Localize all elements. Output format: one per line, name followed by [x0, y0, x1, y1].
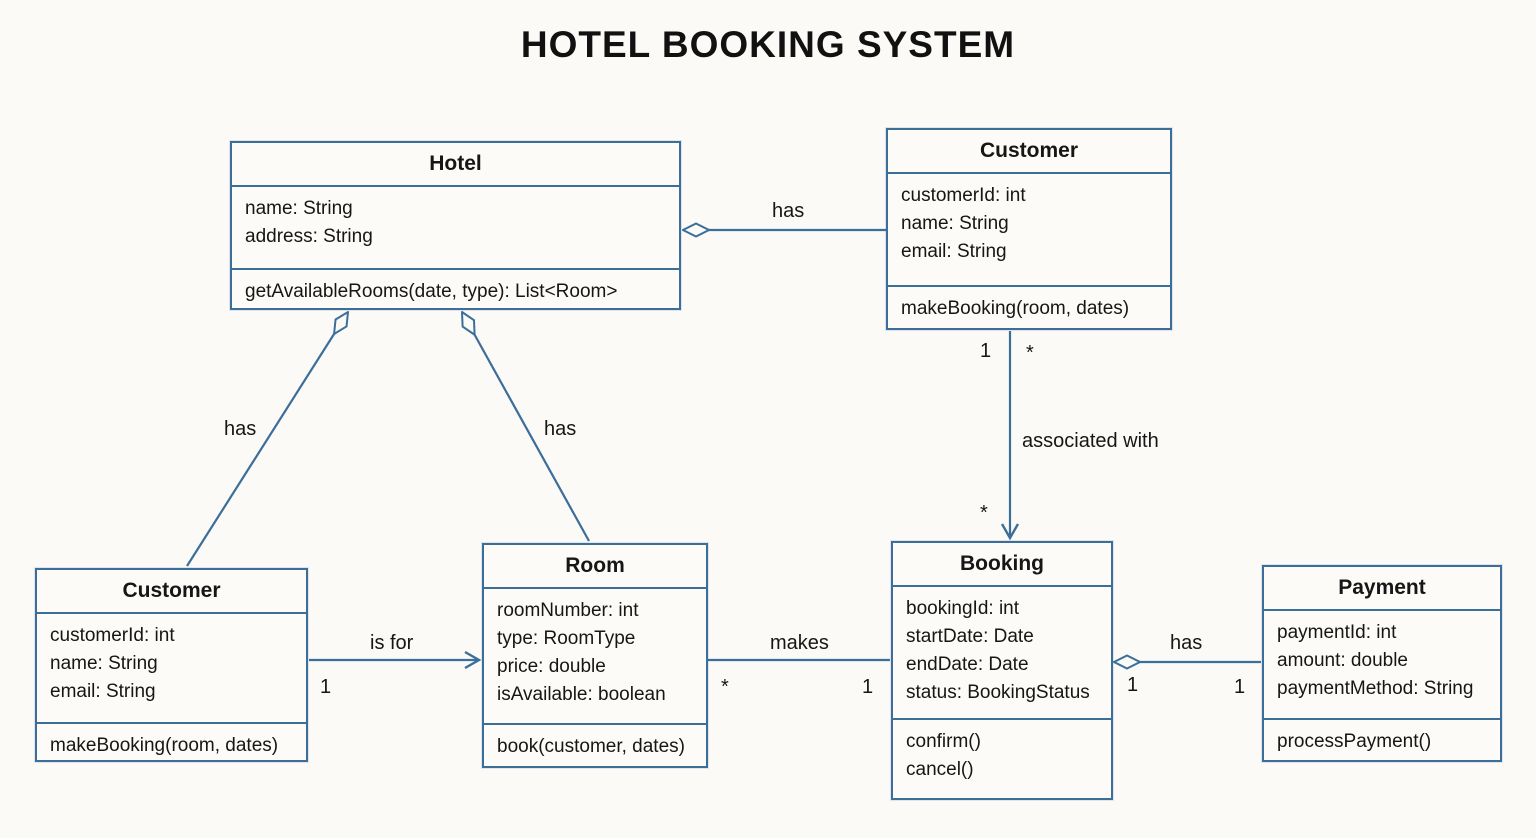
multiplicity-customer-booking-source-star: *: [1026, 342, 1034, 364]
class-title: Customer: [37, 570, 306, 614]
attribute: paymentMethod: String: [1277, 678, 1474, 699]
edge-label-hotel-customer-left: has: [224, 418, 257, 440]
class-title: Room: [484, 545, 706, 589]
class-title: Booking: [893, 543, 1111, 587]
class-customer-left: Customer customerId: int name: String em…: [35, 568, 308, 762]
edge-label-hotel-room: has: [544, 418, 577, 440]
class-payment: Payment paymentId: int amount: double pa…: [1262, 565, 1502, 762]
attribute: name: String: [901, 213, 1009, 234]
edge-hotel-customer-left: [186, 312, 348, 567]
edge-label-booking-payment: has: [1170, 632, 1203, 654]
class-title: Customer: [888, 130, 1170, 174]
methods-compartment: makeBooking(room, dates): [888, 287, 1170, 323]
method: book(customer, dates): [497, 736, 685, 757]
attribute: customerId: int: [50, 625, 175, 646]
edge-label-room-booking: makes: [770, 632, 829, 654]
method: getAvailableRooms(date, type): List<Room…: [245, 281, 618, 302]
attribute: paymentId: int: [1277, 622, 1397, 643]
method: makeBooking(room, dates): [901, 298, 1130, 319]
attributes-compartment: bookingId: int startDate: Date endDate: …: [893, 587, 1111, 720]
attribute: startDate: Date: [906, 626, 1034, 647]
method: cancel(): [906, 759, 974, 780]
attribute: customerId: int: [901, 185, 1026, 206]
multiplicity-customer-booking-target: *: [980, 502, 988, 524]
class-booking: Booking bookingId: int startDate: Date e…: [891, 541, 1113, 800]
attribute: status: BookingStatus: [906, 682, 1090, 703]
attribute: type: RoomType: [497, 628, 636, 649]
attribute: endDate: Date: [906, 654, 1029, 675]
class-customer-top: Customer customerId: int name: String em…: [886, 128, 1172, 330]
edge-label-customer-room: is for: [370, 632, 414, 654]
class-title: Hotel: [232, 143, 679, 187]
attributes-compartment: customerId: int name: String email: Stri…: [888, 174, 1170, 287]
class-room: Room roomNumber: int type: RoomType pric…: [482, 543, 708, 768]
multiplicity-room-booking-target: 1: [862, 676, 874, 698]
methods-compartment: processPayment(): [1264, 720, 1500, 756]
edge-label-customer-booking: associated with: [1022, 430, 1159, 452]
attribute: email: String: [50, 681, 156, 702]
attribute: roomNumber: int: [497, 600, 639, 621]
methods-compartment: book(customer, dates): [484, 725, 706, 761]
multiplicity-customer-booking-source-1: 1: [980, 340, 992, 362]
method: makeBooking(room, dates): [50, 735, 279, 756]
attribute: amount: double: [1277, 650, 1408, 671]
edge-hotel-room: [462, 312, 590, 542]
attribute: name: String: [245, 198, 353, 219]
multiplicity-booking-payment-target: 1: [1234, 676, 1246, 698]
methods-compartment: confirm() cancel(): [893, 720, 1111, 784]
methods-compartment: getAvailableRooms(date, type): List<Room…: [232, 270, 679, 306]
method: confirm(): [906, 731, 981, 752]
attribute: isAvailable: boolean: [497, 684, 666, 705]
class-title: Payment: [1264, 567, 1500, 611]
attributes-compartment: roomNumber: int type: RoomType price: do…: [484, 589, 706, 725]
multiplicity-booking-payment-source: 1: [1127, 674, 1139, 696]
attribute: email: String: [901, 241, 1007, 262]
attribute: name: String: [50, 653, 158, 674]
attribute: address: String: [245, 226, 373, 247]
method: processPayment(): [1277, 731, 1432, 752]
attribute: price: double: [497, 656, 606, 677]
class-hotel: Hotel name: String address: String getAv…: [230, 141, 681, 310]
multiplicity-customer-room-source: 1: [320, 676, 332, 698]
attributes-compartment: name: String address: String: [232, 187, 679, 270]
diagram-title: HOTEL BOOKING SYSTEM: [520, 24, 1016, 65]
edge-label-hotel-customer-top: has: [772, 200, 805, 222]
attributes-compartment: paymentId: int amount: double paymentMet…: [1264, 611, 1500, 720]
methods-compartment: makeBooking(room, dates): [37, 724, 306, 760]
attributes-compartment: customerId: int name: String email: Stri…: [37, 614, 306, 724]
attribute: bookingId: int: [906, 598, 1020, 619]
multiplicity-room-booking-source: *: [721, 676, 729, 698]
